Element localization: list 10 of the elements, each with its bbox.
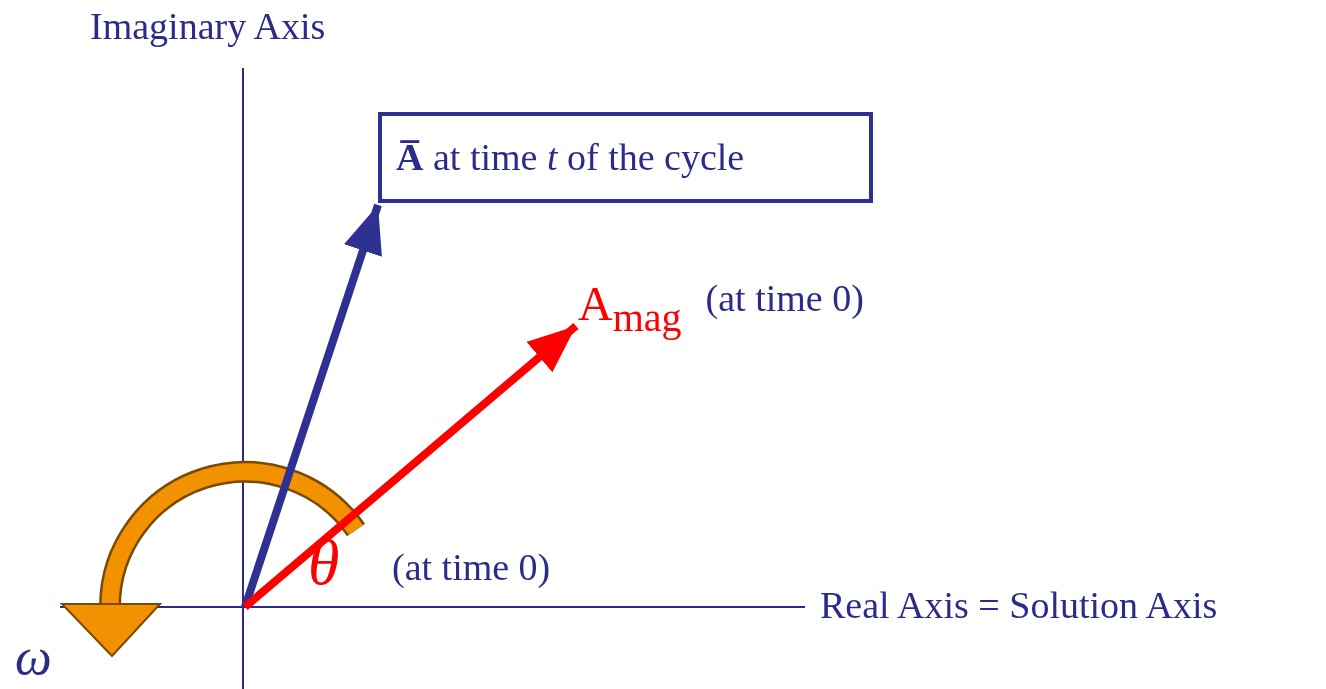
axis-label: Imaginary Axis: [90, 6, 326, 48]
vector-arrow: [242, 322, 579, 611]
note-text: (at time 0): [705, 278, 864, 320]
vector-label: A$_{mag}$: [578, 278, 682, 340]
axis-label: Real Axis = Solution Axis: [820, 585, 1218, 627]
angular-velocity-symbol: ω: [15, 628, 52, 686]
callout-text: A̅ at time t of the cycle: [396, 136, 745, 179]
vector-arrow: [241, 203, 382, 609]
callout-box: [378, 112, 873, 203]
note-text: (at time 0): [392, 547, 551, 589]
